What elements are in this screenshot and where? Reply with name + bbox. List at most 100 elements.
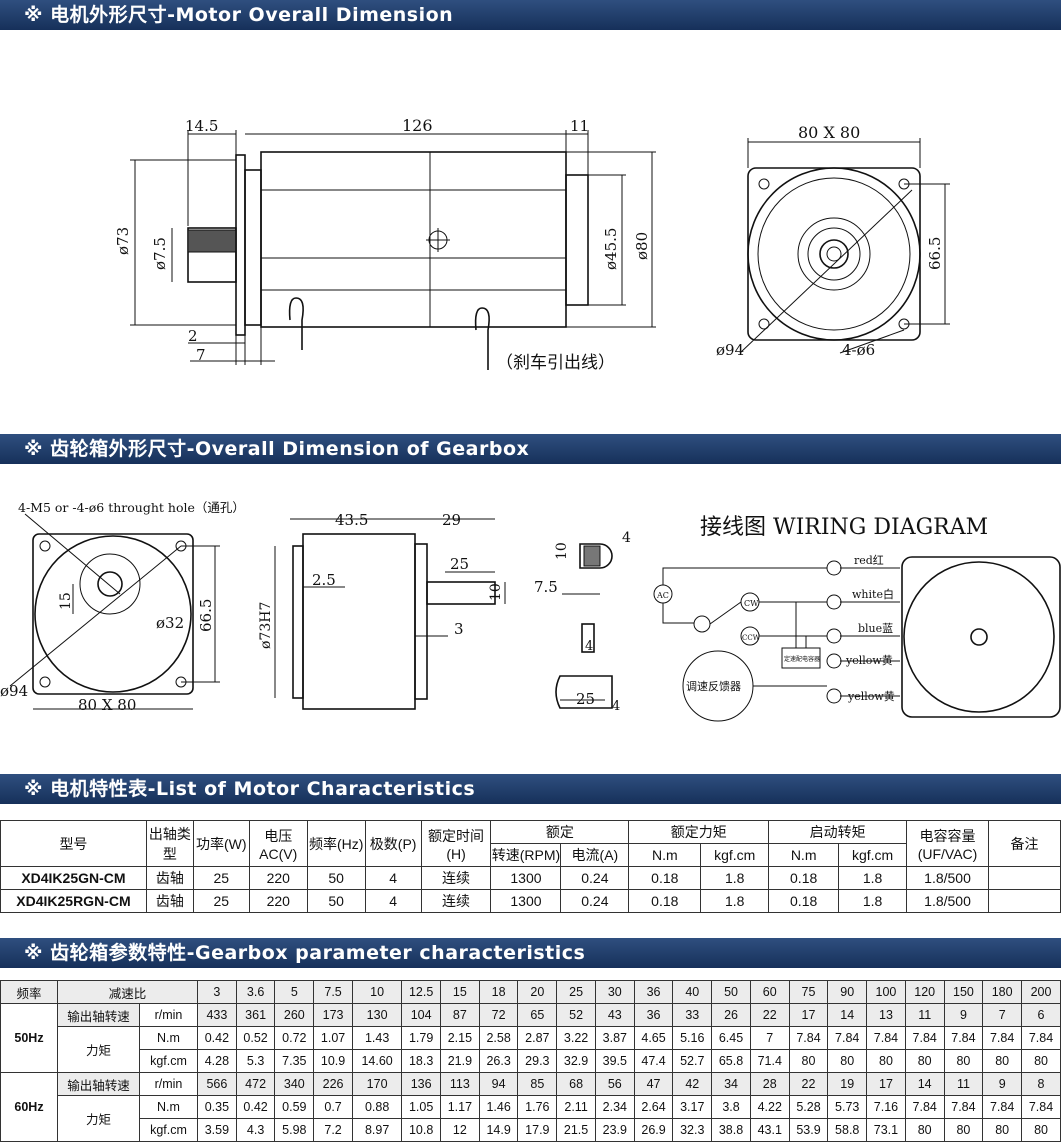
value-cell: 29.3 (517, 1049, 558, 1073)
value-cell: 7.84 (1021, 1095, 1061, 1119)
th-power: 功率(W) (192, 820, 250, 867)
unit-rmin: r/min (139, 1003, 198, 1027)
value-cell: 0.88 (351, 1095, 403, 1119)
value-cell: 7.35 (274, 1049, 315, 1073)
value-cell: 7.84 (904, 1026, 945, 1050)
value-cell: 2.87 (517, 1026, 558, 1050)
value-cell: 32.9 (556, 1049, 596, 1073)
value-cell: 14 (904, 1072, 945, 1096)
cell: 1.8/500 (906, 889, 989, 913)
dim-126: 126 (402, 116, 433, 135)
value-cell: 7.16 (866, 1095, 906, 1119)
th-rated-time: 额定时间(H) (420, 820, 492, 867)
value-cell: 28 (749, 1072, 790, 1096)
value-cell: 80 (788, 1049, 829, 1073)
ratio-cell: 30 (594, 980, 635, 1004)
value-cell: 4.3 (235, 1118, 276, 1142)
gear-dim-d94: ø94 (0, 682, 28, 700)
value-cell: 0.72 (274, 1026, 315, 1050)
unit-rmin: r/min (139, 1072, 198, 1096)
gear-dim-80x80: 80 X 80 (78, 696, 136, 714)
value-cell: 17.9 (517, 1118, 558, 1142)
value-cell: 9 (943, 1003, 984, 1027)
ratio-cell: 20 (517, 980, 558, 1004)
wiring-diagram (653, 556, 1061, 722)
gear-dim-10: 10 (488, 583, 504, 601)
brake-lead-label: （刹车引出线） (496, 353, 615, 373)
th-capacitor: 电容容量(UF/VAC) (906, 820, 989, 867)
value-cell: 104 (401, 1003, 442, 1027)
value-cell: 7.84 (788, 1026, 829, 1050)
ratio-cell: 180 (982, 980, 1023, 1004)
ratio-cell: 90 (827, 980, 868, 1004)
value-cell: 7.84 (982, 1026, 1023, 1050)
value-cell: 7 (749, 1026, 790, 1050)
value-cell: 14 (827, 1003, 868, 1027)
value-cell: 7.84 (943, 1095, 984, 1119)
cell (988, 889, 1061, 913)
cell: 50 (306, 889, 366, 913)
label-output-speed: 输出轴转速 (57, 1003, 140, 1027)
value-cell: 34 (711, 1072, 751, 1096)
cell: 0.18 (628, 889, 702, 913)
th-model: 型号 (0, 820, 147, 867)
value-cell: 12 (440, 1118, 480, 1142)
value-cell: 80 (904, 1049, 945, 1073)
value-cell: 80 (943, 1118, 984, 1142)
key-dim-4: 4 (622, 530, 631, 546)
value-cell: 0.35 (197, 1095, 237, 1119)
cell (988, 866, 1061, 890)
wiring-diagram-title: 接线图 WIRING DIAGRAM (700, 515, 988, 540)
value-cell: 173 (313, 1003, 353, 1027)
th-start-kgf: kgf.cm (838, 843, 908, 867)
value-cell: 38.8 (711, 1118, 751, 1142)
ratio-cell: 7.5 (313, 980, 353, 1004)
value-cell: 18.3 (401, 1049, 442, 1073)
value-cell: 94 (478, 1072, 519, 1096)
unit-kgfcm: kgf.cm (139, 1118, 198, 1142)
value-cell: 1.43 (351, 1026, 403, 1050)
value-cell: 32.3 (672, 1118, 713, 1142)
cell: 0.18 (628, 866, 702, 890)
value-cell: 1.17 (440, 1095, 480, 1119)
cell: 0.24 (560, 866, 630, 890)
value-cell: 3.22 (556, 1026, 596, 1050)
key-dim-4b: 4 (585, 639, 593, 654)
ratio-cell: 5 (274, 980, 315, 1004)
ratio-cell: 60 (749, 980, 790, 1004)
value-cell: 23.9 (594, 1118, 635, 1142)
hz-50-label: 50Hz (0, 1003, 58, 1073)
value-cell: 68 (556, 1072, 596, 1096)
dim-11: 11 (570, 117, 589, 135)
value-cell: 5.3 (235, 1049, 276, 1073)
value-cell: 80 (904, 1118, 945, 1142)
table-row: XD4IK25RGN-CM 齿轴 25 220 50 4 连续 1300 0.2… (0, 889, 1061, 913)
value-cell: 566 (197, 1072, 237, 1096)
ratio-cell: 50 (711, 980, 751, 1004)
value-cell: 73.1 (866, 1118, 906, 1142)
key-dim-7-5: 7.5 (534, 578, 558, 596)
dim-7: 7 (196, 346, 206, 364)
value-cell: 0.7 (313, 1095, 353, 1119)
cell: 4 (364, 866, 422, 890)
value-cell: 43.1 (749, 1118, 790, 1142)
value-cell: 5.28 (788, 1095, 829, 1119)
value-cell: 5.73 (827, 1095, 868, 1119)
gear-dim-66-5: 66.5 (197, 599, 215, 632)
dim-14-5: 14.5 (185, 117, 218, 135)
value-cell: 7 (982, 1003, 1023, 1027)
value-cell: 7.84 (982, 1095, 1023, 1119)
cell: 4 (364, 889, 422, 913)
cell: 连续 (420, 889, 492, 913)
value-cell: 2.15 (440, 1026, 480, 1050)
value-cell: 2.11 (556, 1095, 596, 1119)
wiring-wire-yellow-2: yellow黄 (847, 689, 895, 703)
wiring-wire-yellow-1: yellow黄 (845, 653, 893, 667)
value-cell: 113 (440, 1072, 480, 1096)
wiring-capacitor-label: 定速配电容器 (784, 655, 820, 663)
value-cell: 56 (594, 1072, 635, 1096)
dim-d45-5: ø45.5 (602, 228, 620, 270)
value-cell: 11 (943, 1072, 984, 1096)
th-poles: 极数(P) (364, 820, 422, 867)
cell: 25 (192, 889, 250, 913)
